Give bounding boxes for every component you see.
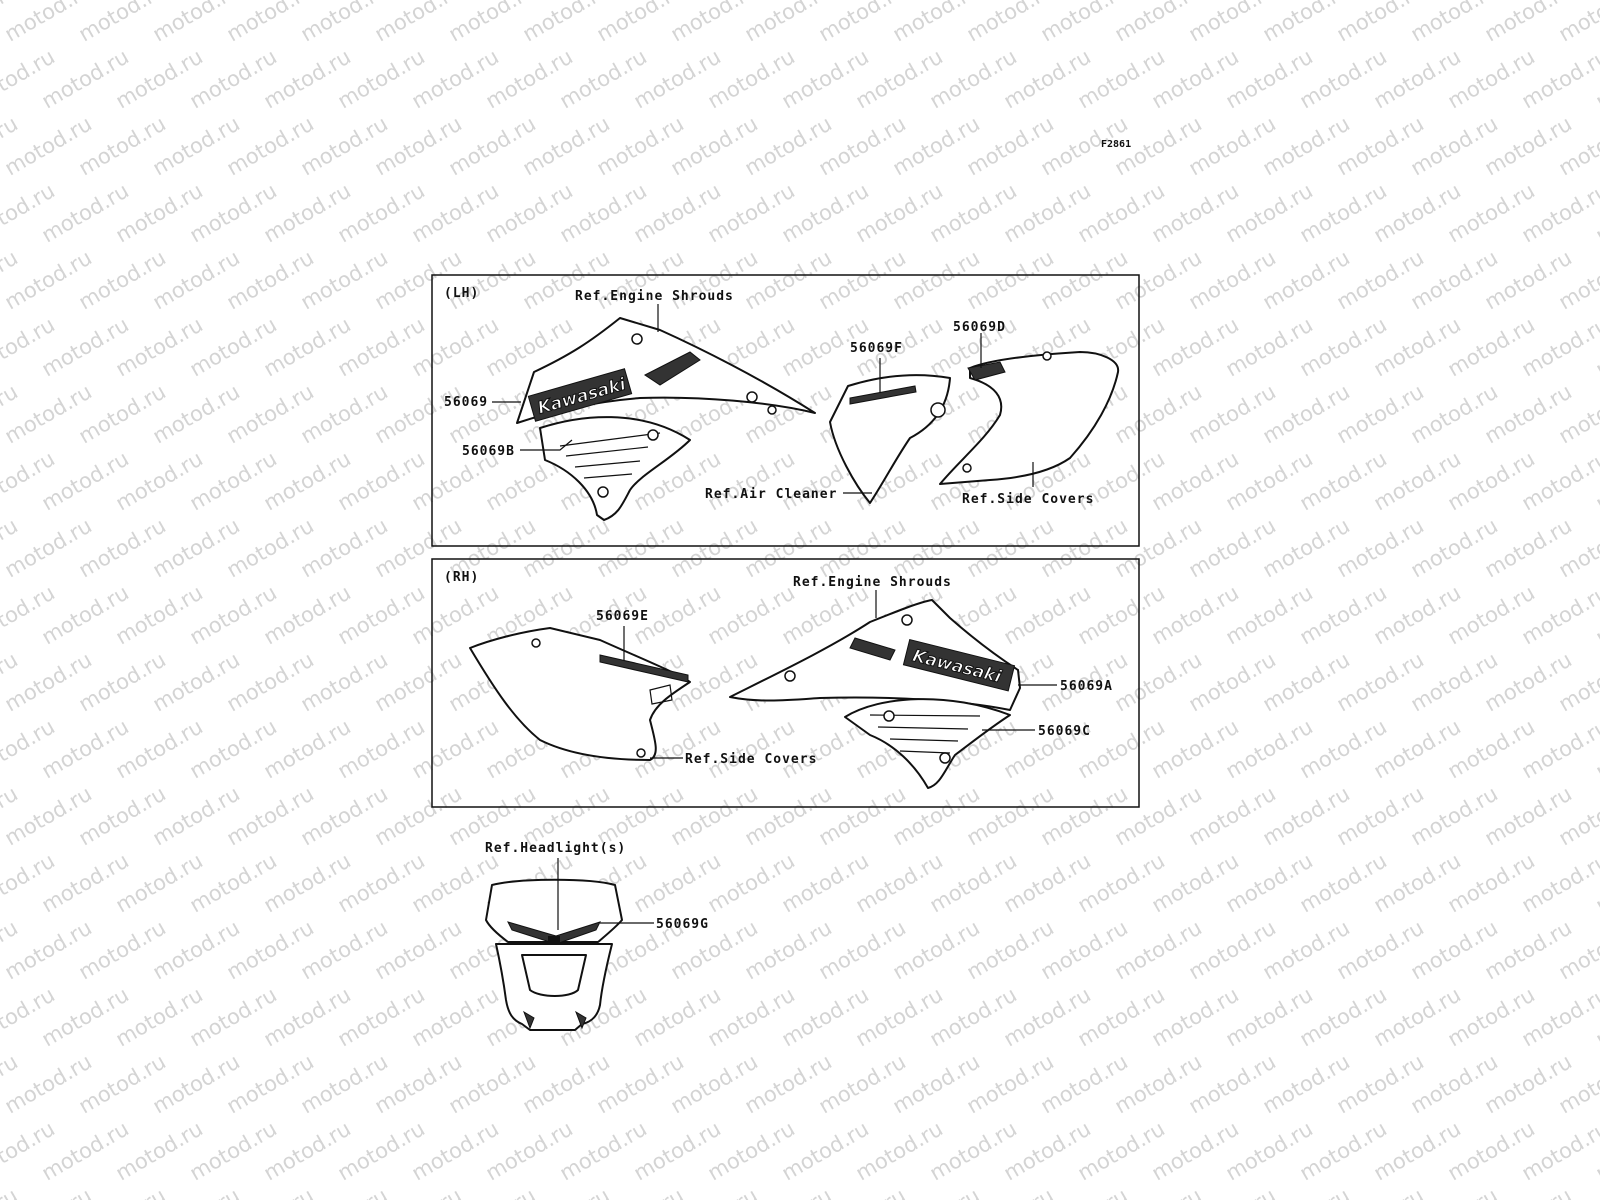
rh-label-ref-engine-shrouds: Ref.Engine Shrouds xyxy=(793,575,952,590)
lh-panel-frame xyxy=(431,274,1140,547)
headlight-badge xyxy=(548,936,560,944)
rh-side-cover-body xyxy=(469,627,691,761)
rh-side-cover-tab xyxy=(649,684,673,705)
lh-shroud-bolt-top xyxy=(631,333,643,345)
lh-side-cover-bolt-top xyxy=(1042,351,1052,361)
rh-side-cover-bolt-top xyxy=(531,638,541,648)
rh-shroud-bolt-low xyxy=(883,710,895,722)
rh-shroud-bolt-top xyxy=(901,614,913,626)
rh-shroud-bolt-left xyxy=(784,670,796,682)
lh-panel: (LH) Kawasaki xyxy=(431,274,1140,547)
headlight-window xyxy=(521,954,587,997)
lh-leader-56069b xyxy=(520,439,573,451)
rh-panel-frame xyxy=(431,558,1140,808)
rh-checker-decal xyxy=(849,637,896,661)
lh-label-56069b: 56069B xyxy=(462,444,515,459)
lh-label-ref-air-cleaner: Ref.Air Cleaner xyxy=(705,487,837,502)
lh-side-cover-bolt-bottom xyxy=(962,463,972,473)
headlight-group: Ref.Headlight(s) 56069G xyxy=(485,841,709,1031)
rh-shroud-lower xyxy=(844,698,1011,789)
rh-label-56069e: 56069E xyxy=(596,609,649,624)
lh-side-cover-decal xyxy=(967,361,1006,381)
lh-label-56069: 56069 xyxy=(444,395,488,410)
headlight-mounts xyxy=(523,1010,587,1030)
rh-side-cover-decal xyxy=(599,654,689,683)
lh-air-cleaner-bolt xyxy=(930,402,946,418)
rh-shroud-lower-stripes xyxy=(869,714,981,754)
rh-engine-shroud[interactable]: Kawasaki xyxy=(729,599,1021,789)
headlight-label-ref: Ref.Headlight(s) xyxy=(485,841,626,856)
headlight-label-56069g: 56069G xyxy=(656,917,709,932)
lh-checker-decal xyxy=(644,351,701,386)
lh-shroud-bolt-mid xyxy=(746,391,758,403)
rh-label-56069a: 56069A xyxy=(1060,679,1113,694)
lh-shroud-bolt-bottom xyxy=(597,486,609,498)
headlight-upper xyxy=(485,878,623,943)
lh-shroud-bolt-rear xyxy=(767,405,777,415)
lh-air-cleaner-body xyxy=(829,374,951,504)
rh-panel: (RH) Kawasaki 56069E xyxy=(431,558,1140,808)
rh-side-cover[interactable] xyxy=(469,627,691,761)
figure-code: F2861 xyxy=(1101,139,1131,150)
rh-label-56069c: 56069C xyxy=(1038,724,1091,739)
lh-label-ref-engine-shrouds: Ref.Engine Shrouds xyxy=(575,289,734,304)
rh-kawasaki-decal xyxy=(902,638,1016,692)
lh-panel-title: (LH) xyxy=(444,286,479,301)
rh-panel-title: (RH) xyxy=(444,570,479,585)
lh-kawasaki-decal xyxy=(527,368,633,422)
rh-side-cover-bolt-bottom xyxy=(636,748,646,758)
lh-side-cover[interactable] xyxy=(939,351,1120,485)
rh-label-ref-side-covers: Ref.Side Covers xyxy=(685,752,817,767)
lh-air-cleaner-cover[interactable] xyxy=(829,374,951,504)
rh-shroud-bolt-bottom xyxy=(939,752,951,764)
lh-label-56069d: 56069D xyxy=(953,320,1006,335)
lh-shroud-lower-stripes xyxy=(559,432,661,479)
lh-shroud-bolt-low xyxy=(647,429,659,441)
lh-shroud-lower xyxy=(539,416,691,521)
lh-label-ref-side-covers: Ref.Side Covers xyxy=(962,492,1094,507)
headlight-cover[interactable] xyxy=(485,878,623,1031)
lh-side-cover-body xyxy=(939,351,1120,485)
lh-air-cleaner-decal xyxy=(849,385,917,405)
lh-label-56069f: 56069F xyxy=(850,341,903,356)
